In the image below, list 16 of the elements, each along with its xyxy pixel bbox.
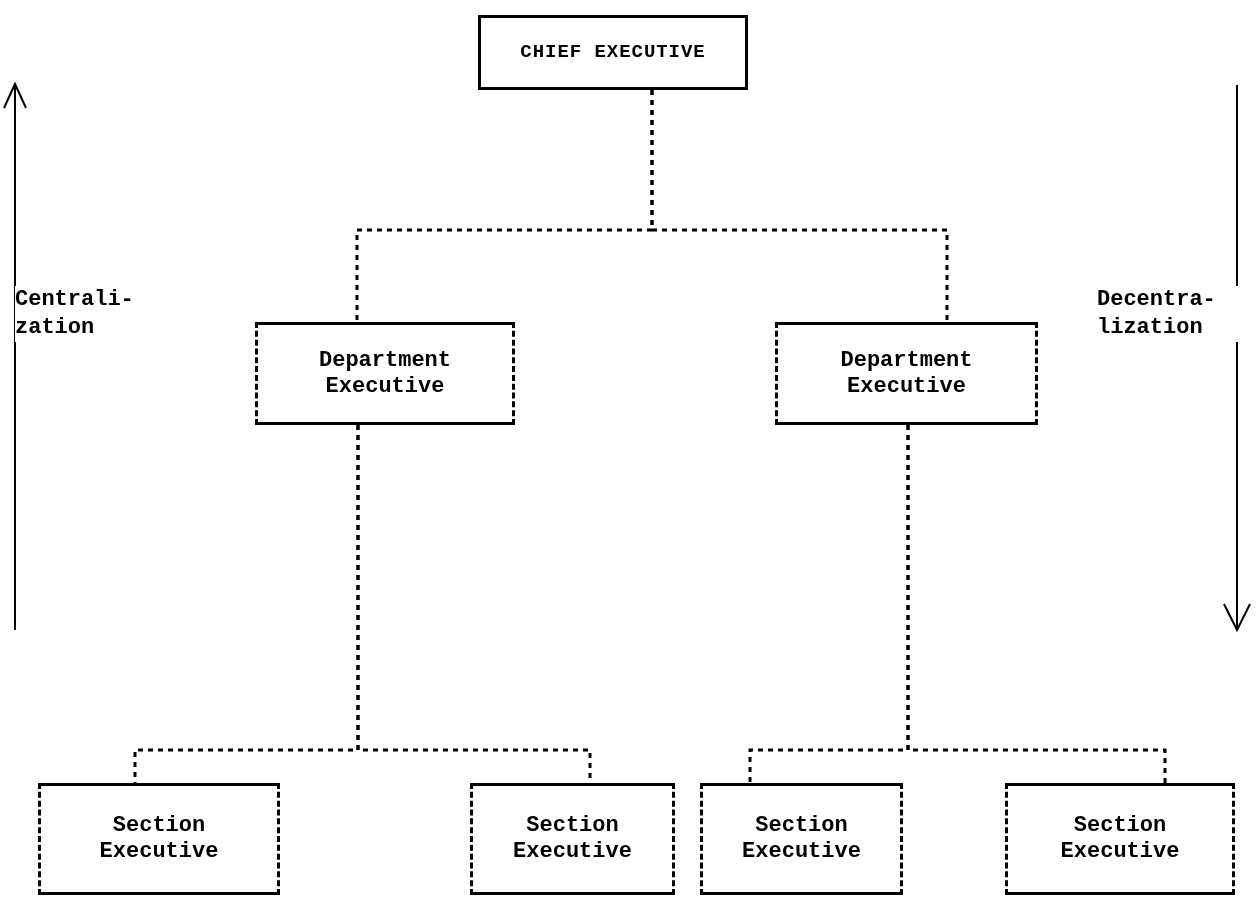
- connector-line: [650, 90, 949, 322]
- box-label: Department Executive: [318, 347, 452, 400]
- box-label: Section Executive: [1059, 813, 1181, 865]
- executive-box: [478, 15, 748, 90]
- org-box: [255, 322, 515, 425]
- org-box: [38, 783, 280, 895]
- box-label: Department Executive: [839, 347, 974, 400]
- org-box: [470, 783, 675, 895]
- org-box: [775, 322, 1038, 425]
- box-label: Section Executive: [98, 813, 220, 865]
- org-box: [700, 783, 903, 895]
- box-label: Section Executive: [512, 813, 633, 865]
- org-box: [1005, 783, 1235, 895]
- box-label: Section Executive: [741, 813, 862, 865]
- connector-line: [906, 425, 1167, 783]
- box-label: CHIEF EXECUTIVE: [520, 40, 706, 66]
